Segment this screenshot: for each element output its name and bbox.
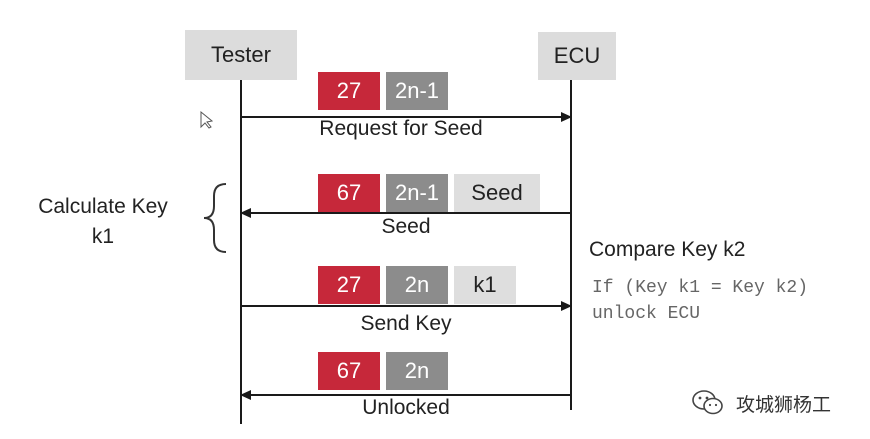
watermark: 攻城狮杨工 [690,388,831,418]
arrowhead-unlocked [240,390,251,400]
actor-tester-label: Tester [211,42,271,67]
cursor-icon [200,110,214,129]
subfunction-cell: 2n [386,266,448,304]
calculate-key-line2: k1 [91,225,115,248]
sid-cell: 27 [318,266,380,304]
message-unlocked: 67 2n [318,352,448,390]
calculate-key-line1: Calculate Key [38,195,168,218]
subfunction-cell: 2n-1 [386,72,448,110]
key-cell: k1 [454,266,516,304]
label-send-key: Send Key [360,312,452,335]
wechat-icon [692,390,723,415]
sid-cell: 27 [318,72,380,110]
sid-cell: 67 [318,174,380,212]
calculate-key-note: Calculate Key k1 [18,192,188,252]
tester-brace [203,183,227,253]
actor-ecu-label: ECU [553,43,601,68]
message-seed: 67 2n-1 Seed [318,174,540,212]
actor-tester: Tester [185,30,297,80]
label-seed: Seed [381,215,431,238]
compare-code-line2: unlock ECU [592,304,701,324]
compare-code-line1: If (Key k1 = Key k2) [592,278,809,298]
message-send-key: 27 2n k1 [318,266,516,304]
label-request-seed: Request for Seed [319,117,483,140]
arrowhead-request-seed [561,112,572,122]
seed-cell: Seed [454,174,540,212]
compare-key-title: Compare Key k2 [589,238,746,261]
label-unlocked: Unlocked [362,396,450,419]
sid-cell: 67 [318,352,380,390]
message-request-seed: 27 2n-1 [318,72,448,110]
arrowhead-seed [240,208,251,218]
subfunction-cell: 2n-1 [386,174,448,212]
watermark-text: 攻城狮杨工 [736,394,832,416]
arrowhead-send-key [561,301,572,311]
actor-ecu: ECU [538,32,616,80]
tester-lifeline [240,80,242,424]
ecu-lifeline [570,80,572,410]
subfunction-cell: 2n [386,352,448,390]
